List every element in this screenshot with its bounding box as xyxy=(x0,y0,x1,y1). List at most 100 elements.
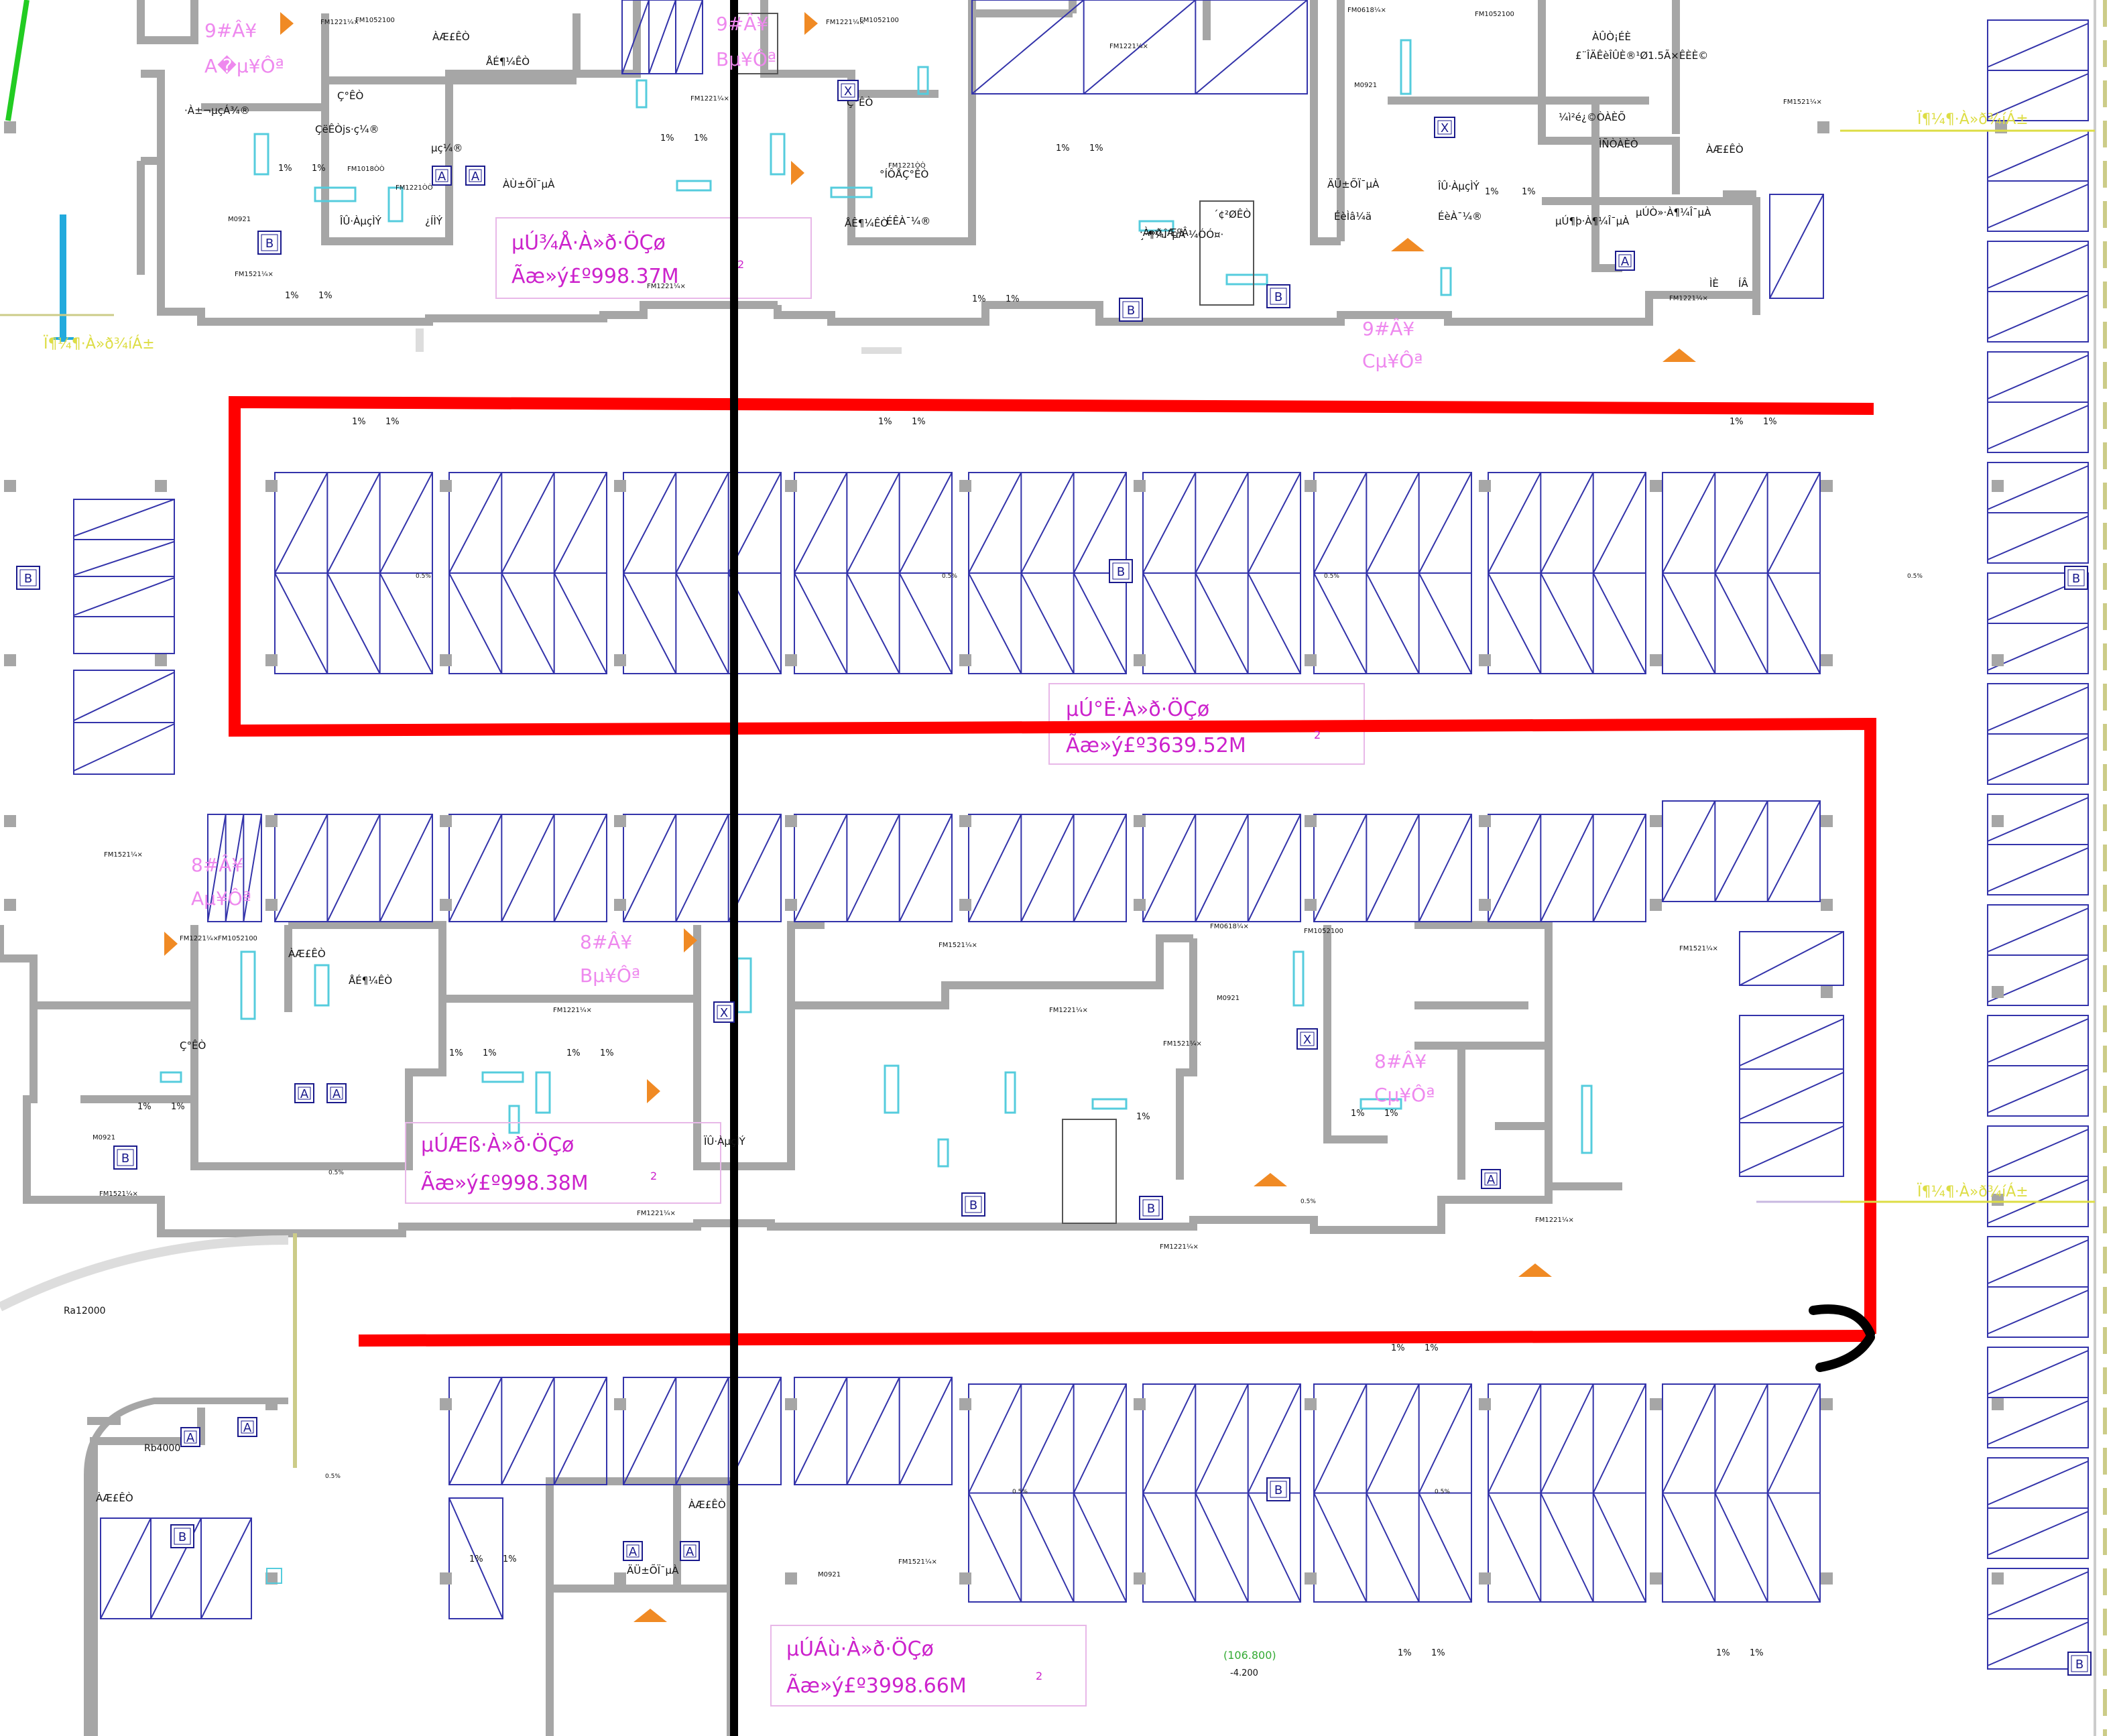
column xyxy=(1650,1398,1662,1410)
parking-bay-upper xyxy=(1662,472,1821,574)
parking-bay-upper xyxy=(1142,1383,1301,1494)
room-label: ÀÆ£ÊÒ xyxy=(432,30,470,43)
slope-label: 0.5% xyxy=(1907,573,1923,580)
column xyxy=(614,480,626,492)
slope-label: 1% xyxy=(660,133,674,143)
room-label: µÚ¶þ·À¶¼Î¯µÀ xyxy=(1555,214,1630,227)
svg-text:A: A xyxy=(629,1545,638,1559)
slope-label: 0.5% xyxy=(1324,573,1339,580)
room-label: ÅÊ¶¼ÊÒ xyxy=(845,216,888,229)
parking-stalls xyxy=(73,0,2089,1670)
slope-label: 1% xyxy=(694,133,708,143)
column xyxy=(1821,480,1833,492)
parking-bay xyxy=(448,814,607,922)
elevation-offset: -4.200 xyxy=(1230,1668,1258,1678)
elevation-marker: (106.800) -4.200 xyxy=(1223,1649,1276,1678)
column xyxy=(1650,1572,1662,1585)
column xyxy=(265,899,278,911)
slope-label: 1% xyxy=(483,1048,497,1058)
slope-label: 1% xyxy=(312,164,326,174)
room-label: ÎÛ·ÀµçÌÝ xyxy=(339,214,382,227)
column xyxy=(4,480,16,492)
column xyxy=(1821,899,1833,911)
marker-a: A xyxy=(326,1083,347,1103)
svg-text:B: B xyxy=(969,1198,977,1213)
room-label: ÀÙ±ÕÏ¯µÀ xyxy=(503,178,555,190)
column xyxy=(1305,1398,1317,1410)
marker-a: A xyxy=(1481,1169,1501,1189)
column xyxy=(4,121,16,133)
column xyxy=(1305,1572,1317,1585)
zone-6-name: µÚÁù·À»ð·ÖÇø xyxy=(786,1636,934,1661)
room-label: Ç°ÊÒ xyxy=(180,1039,206,1052)
svg-text:A: A xyxy=(1621,255,1630,269)
parking-bay xyxy=(1313,814,1472,922)
door-code: FM1221¼× xyxy=(1669,294,1708,302)
marker-b: B xyxy=(2067,1652,2092,1676)
column xyxy=(1479,654,1491,666)
door-code: FM1221¼× xyxy=(180,934,219,942)
room-label: ÄÜ±ÕÏ¯µÀ xyxy=(1327,178,1380,190)
parking-bay-lower xyxy=(968,572,1127,674)
column xyxy=(1821,986,1833,998)
door-code: FM1221¼× xyxy=(1049,1006,1088,1014)
column xyxy=(1134,1398,1146,1410)
side-label-mid: Ï¶¼¶·À»ð¾íÁ± xyxy=(1917,1183,2029,1200)
column xyxy=(1992,815,2004,827)
marker-a: A xyxy=(237,1417,257,1437)
room-label: ¸·¶¼Î¯µÀ ¼ÓÓ¤· xyxy=(1140,228,1223,241)
column xyxy=(959,480,971,492)
column xyxy=(440,480,452,492)
parking-bay-upper xyxy=(274,472,433,574)
column xyxy=(1992,1572,2004,1585)
stair-8c-line1: 8#Â¥ xyxy=(1374,1050,1427,1072)
room-label: ÄÜ±ÕÏ¯µÀ xyxy=(627,1564,679,1576)
door-code: M0921 xyxy=(228,216,251,223)
svg-text:X: X xyxy=(1441,121,1449,135)
room-label: ÀÆ£ÊÒ xyxy=(96,1491,133,1504)
door-code: FM1221¼× xyxy=(637,1209,676,1217)
svg-text:A: A xyxy=(243,1421,252,1435)
column xyxy=(959,815,971,827)
room-label: ÌÈ xyxy=(1709,277,1719,290)
parking-bay xyxy=(968,814,1127,922)
column xyxy=(785,480,797,492)
parking-bay-lower xyxy=(274,572,433,674)
door-code: FM1052100 xyxy=(859,17,899,24)
column xyxy=(1821,815,1833,827)
column xyxy=(1992,480,2004,492)
parking-bay-lower xyxy=(1662,572,1821,674)
column xyxy=(1817,121,1829,133)
stair-labels: 9#Â¥ A�µ¥Ôª 9#Â¥ Bµ¥Ôª 9#Â¥ Cµ¥Ôª 8#Â¥ A… xyxy=(191,12,1435,1106)
column xyxy=(785,1572,797,1585)
room-label: ÀÛÒ¡ÉÈ xyxy=(1592,30,1631,43)
column xyxy=(1479,815,1491,827)
door-code: M0921 xyxy=(818,1571,841,1578)
marker-a: A xyxy=(294,1083,314,1103)
slope-label: 1% xyxy=(385,417,400,427)
marker-b: B xyxy=(1266,284,1290,308)
stair-9c-line1: 9#Â¥ xyxy=(1362,317,1414,340)
column xyxy=(1134,815,1146,827)
svg-text:B: B xyxy=(24,572,32,586)
stair-9b-line2: Bµ¥Ôª xyxy=(716,48,776,70)
stair-9a-line2: A�µ¥Ôª xyxy=(204,54,284,77)
marker-b: B xyxy=(113,1145,137,1170)
column xyxy=(1479,899,1491,911)
door-code: FM1018ÒÒ xyxy=(347,164,385,173)
svg-text:A: A xyxy=(300,1087,309,1101)
door-code: FM1052100 xyxy=(355,17,395,24)
slope-label: 1% xyxy=(912,417,926,427)
slope-label: 1% xyxy=(137,1102,152,1112)
parking-bay-lower xyxy=(623,572,782,674)
slope-label: 1% xyxy=(878,417,892,427)
zone-9-name: µÚ¾Å·À»ð·ÖÇø xyxy=(511,230,666,255)
parking-bay-lower xyxy=(1142,572,1301,674)
column xyxy=(440,899,452,911)
column xyxy=(440,1572,452,1585)
column xyxy=(1992,654,2004,666)
room-label: ·À±¬µçÁ¾® xyxy=(184,104,250,117)
parking-bay-lower xyxy=(1313,1492,1472,1603)
column xyxy=(785,654,797,666)
